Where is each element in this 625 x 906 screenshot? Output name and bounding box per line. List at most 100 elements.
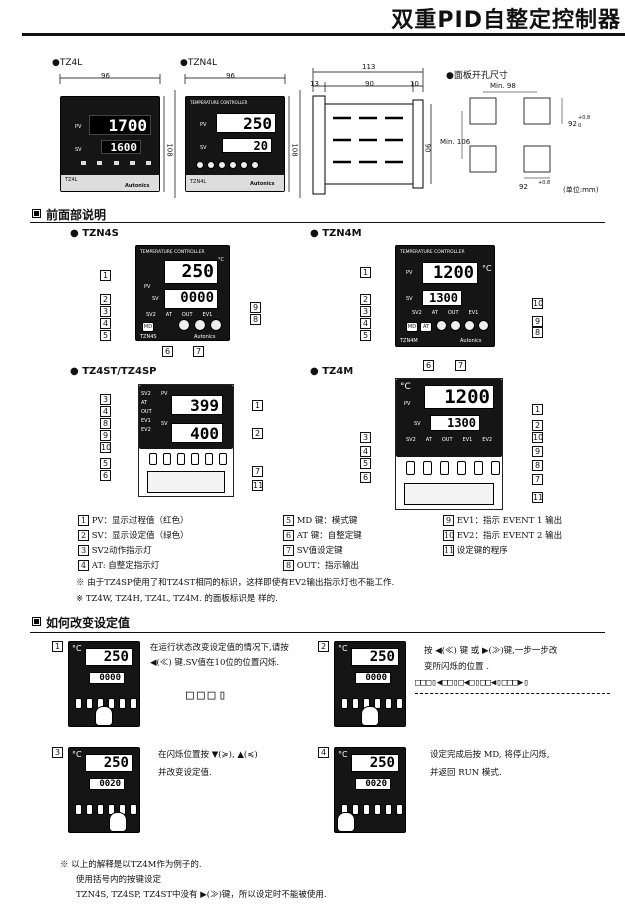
at-button[interactable] <box>86 698 93 709</box>
left-button[interactable] <box>440 461 449 475</box>
callout-9: 9 <box>532 446 543 457</box>
legend-text: SV值设定键 <box>296 546 343 556</box>
step-num: 4 <box>318 747 329 758</box>
out-lamp: OUT <box>441 437 453 443</box>
autonics-logo: Autonics <box>460 338 482 344</box>
at-button[interactable] <box>352 698 359 709</box>
sv-label: SV <box>200 145 207 151</box>
at-button[interactable] <box>163 453 171 465</box>
md-button[interactable] <box>406 461 415 475</box>
at-button[interactable] <box>86 804 93 815</box>
at-button[interactable]: AT <box>420 322 432 332</box>
lamp-icon <box>146 161 151 165</box>
legend-item-9: 9 EV1：指示 EVENT 1 输出 <box>443 514 562 526</box>
at-button[interactable] <box>352 804 359 815</box>
down-button[interactable] <box>240 161 248 169</box>
md-button[interactable]: MD <box>406 322 418 332</box>
left-button[interactable] <box>178 319 190 331</box>
at-button[interactable] <box>207 161 215 169</box>
up-button[interactable] <box>210 319 222 331</box>
up-button[interactable] <box>130 698 137 709</box>
tzn4l-pv-display: 250 <box>216 113 276 133</box>
section2-title: 如何改变设定值 <box>46 616 131 630</box>
tz4m-sv-display: 1300 <box>430 415 480 431</box>
section1-title: 前面部说明 <box>46 208 107 222</box>
down-button[interactable] <box>194 319 206 331</box>
up-button[interactable] <box>130 804 137 815</box>
down-button[interactable] <box>474 461 483 475</box>
key-program-table <box>147 471 225 493</box>
at-lamp: AT <box>431 310 438 316</box>
hand-icon <box>95 706 113 726</box>
tz4l-dimension-lines <box>59 74 176 198</box>
down-button[interactable] <box>205 453 213 465</box>
down-button[interactable] <box>385 698 392 709</box>
ev1-lamp: EV1 <box>202 312 213 318</box>
callout-1: 1 <box>252 400 263 411</box>
legend-item-2: 2 SV：显示设定值（绿色） <box>78 529 189 541</box>
tz4l-model-label: TZ4L <box>65 177 78 183</box>
md-button[interactable] <box>149 453 157 465</box>
out-lamp: OUT <box>447 310 459 316</box>
callout-2: 2 <box>100 294 111 305</box>
callout-10: 10 <box>100 442 112 453</box>
up-button[interactable] <box>251 161 259 169</box>
step2-pv: 250 <box>351 648 399 666</box>
left-button[interactable] <box>218 161 226 169</box>
step1-text1: 在运行状态改变设定值的情况下,请按 <box>150 643 289 653</box>
legend-item-10: 10 EV2：指示 EVENT 2 输出 <box>443 529 562 541</box>
tzn4s-pv-display: 250 <box>164 260 218 284</box>
note-2: ※ TZ4W, TZ4H, TZ4L, TZ4M. 的面板标识是 样的. <box>76 594 278 604</box>
step2-panel: °C 250 0000 <box>334 641 406 727</box>
up-button[interactable] <box>396 698 403 709</box>
at-button[interactable] <box>423 461 432 475</box>
left-button[interactable] <box>97 804 104 815</box>
tzn4l-model-label: TZN4L <box>190 179 207 185</box>
callout-5: 5 <box>360 458 371 469</box>
up-button[interactable] <box>478 320 489 331</box>
md-button[interactable]: MD <box>142 322 154 332</box>
right-button[interactable] <box>191 453 199 465</box>
md-button[interactable] <box>75 698 82 709</box>
autonics-logo: Autonics <box>250 181 275 187</box>
deg-label: °C <box>218 257 224 263</box>
step1-text2: ◀(≪) 键.SV值在10位的位置闪烁. <box>150 658 280 668</box>
callout-6: 6 <box>100 470 111 481</box>
up-button[interactable] <box>396 804 403 815</box>
right-button[interactable] <box>229 161 237 169</box>
model-label: TZN4M <box>400 338 418 344</box>
right-button[interactable] <box>374 804 381 815</box>
up-button[interactable] <box>491 461 500 475</box>
callout-2: 2 <box>360 294 371 305</box>
panel-92a: 92 <box>568 120 577 128</box>
at-lamp: AT <box>141 400 148 406</box>
left-button[interactable] <box>363 804 370 815</box>
left-button[interactable] <box>436 320 447 331</box>
up-button[interactable] <box>219 453 227 465</box>
autonics-logo: Autonics <box>194 334 216 340</box>
pv-label: PV <box>404 401 411 407</box>
tzn4m-front-panel: TEMPERATURE CONTROLLER PV 1200 °C SV 130… <box>395 245 495 347</box>
ev2-lamp: EV2 <box>482 437 493 443</box>
right-button[interactable] <box>457 461 466 475</box>
md-button[interactable] <box>75 804 82 815</box>
right-button[interactable] <box>450 320 461 331</box>
step4-text1: 设定完成后按 MD, 将停止闪烁, <box>430 750 550 760</box>
callout-1: 1 <box>360 267 371 278</box>
md-button[interactable] <box>196 161 204 169</box>
pv-label: PV <box>406 270 413 276</box>
callout-7: 7 <box>455 360 466 371</box>
lamp-icon <box>81 161 86 165</box>
note-bottom-1: ※ 以上的解释是以TZ4M作为例子的. <box>60 860 202 870</box>
callout-3: 3 <box>360 432 371 443</box>
tc-label: TEMPERATURE CONTROLLER <box>400 250 465 255</box>
down-button[interactable] <box>385 804 392 815</box>
tz4l-pv-display: 1700 <box>89 115 151 135</box>
callout-5: 5 <box>100 330 111 341</box>
left-button[interactable] <box>177 453 185 465</box>
down-button[interactable] <box>464 320 475 331</box>
down-button[interactable] <box>119 698 126 709</box>
md-button[interactable] <box>341 698 348 709</box>
sv2-lamp: SV2 <box>406 437 416 443</box>
step4-pv: 250 <box>351 754 399 772</box>
